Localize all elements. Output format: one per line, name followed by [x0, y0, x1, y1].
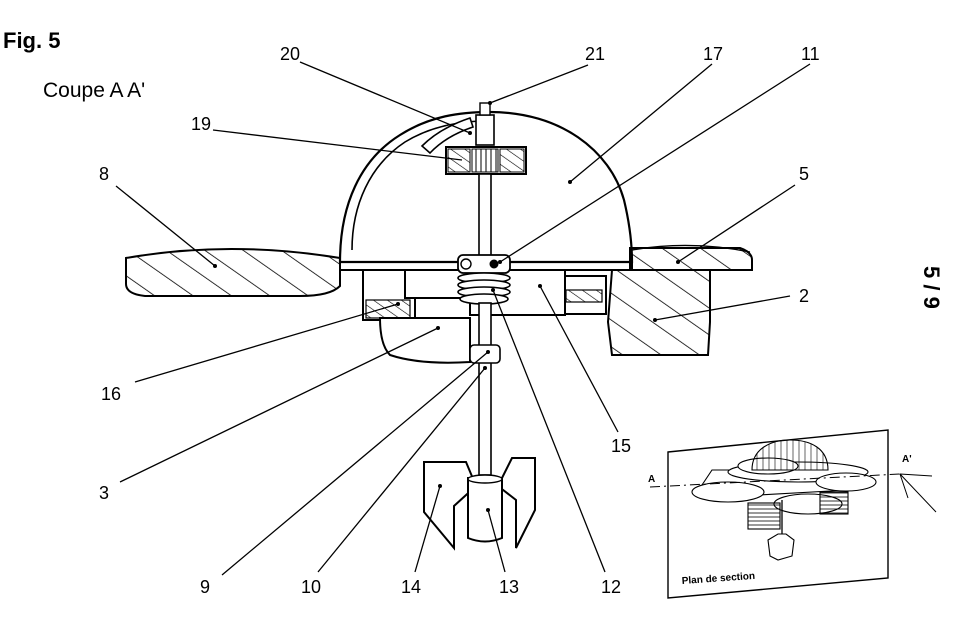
callout-13: 13 — [499, 577, 519, 597]
inset-section-line — [649, 473, 901, 488]
callout-12: 12 — [601, 577, 621, 597]
left-bearing-hatch — [365, 299, 411, 319]
inset-section-plane: A A' Plan de section — [648, 429, 937, 599]
figure-label: Fig. 5 — [3, 28, 61, 53]
leader-lines — [115, 61, 811, 576]
lower-bowl-part-16 — [378, 317, 471, 364]
coupling-bolt-right — [489, 259, 499, 269]
callout-3: 3 — [99, 483, 109, 503]
callout-dots — [213, 101, 680, 512]
lever-part-20 — [420, 116, 475, 155]
callout-16: 16 — [101, 384, 121, 404]
inset-model — [691, 439, 877, 561]
main-assembly — [125, 102, 753, 551]
blade-right — [496, 457, 536, 549]
ring-top-rim — [631, 244, 751, 253]
inset-marker-a: A — [648, 474, 655, 485]
callout-19: 19 — [191, 114, 211, 134]
shaft-cap — [475, 114, 495, 146]
callout-11: 11 — [801, 44, 820, 64]
nut-right-hatch — [499, 148, 525, 173]
shaft-tip-part-21 — [479, 102, 491, 116]
upper-shaft — [478, 173, 492, 257]
section-label: Coupe A A' — [43, 79, 146, 102]
right-support-part-2 — [606, 269, 711, 356]
inset-marker-a-prime: A' — [902, 454, 912, 465]
callout-21: 21 — [585, 44, 605, 64]
coupling-bolt-left — [460, 258, 472, 270]
agitator-hub-top — [467, 474, 503, 484]
callout-9: 9 — [200, 577, 210, 597]
callout-10: 10 — [301, 577, 321, 597]
callout-numbers: 20 21 17 11 19 8 5 2 16 3 15 9 10 14 13 … — [99, 44, 820, 597]
agitator-hub-part-13 — [467, 477, 503, 543]
callout-8: 8 — [99, 164, 109, 184]
callout-15: 15 — [611, 436, 631, 456]
callout-2: 2 — [799, 286, 809, 306]
callout-14: 14 — [401, 577, 421, 597]
lower-shaft — [478, 302, 492, 476]
left-ring-part-8 — [125, 248, 341, 297]
inset-arrow — [899, 473, 937, 513]
callout-5: 5 — [799, 164, 809, 184]
inset-caption: Plan de section — [681, 571, 755, 587]
nut-left-hatch — [447, 148, 471, 173]
callout-17: 17 — [703, 44, 723, 64]
nut-center — [471, 148, 499, 173]
callout-20: 20 — [280, 44, 300, 64]
right-ring-part-5 — [629, 247, 753, 271]
spring-part-12 — [457, 272, 511, 305]
blade-left — [423, 461, 478, 551]
right-bearing-hatch — [565, 289, 603, 303]
